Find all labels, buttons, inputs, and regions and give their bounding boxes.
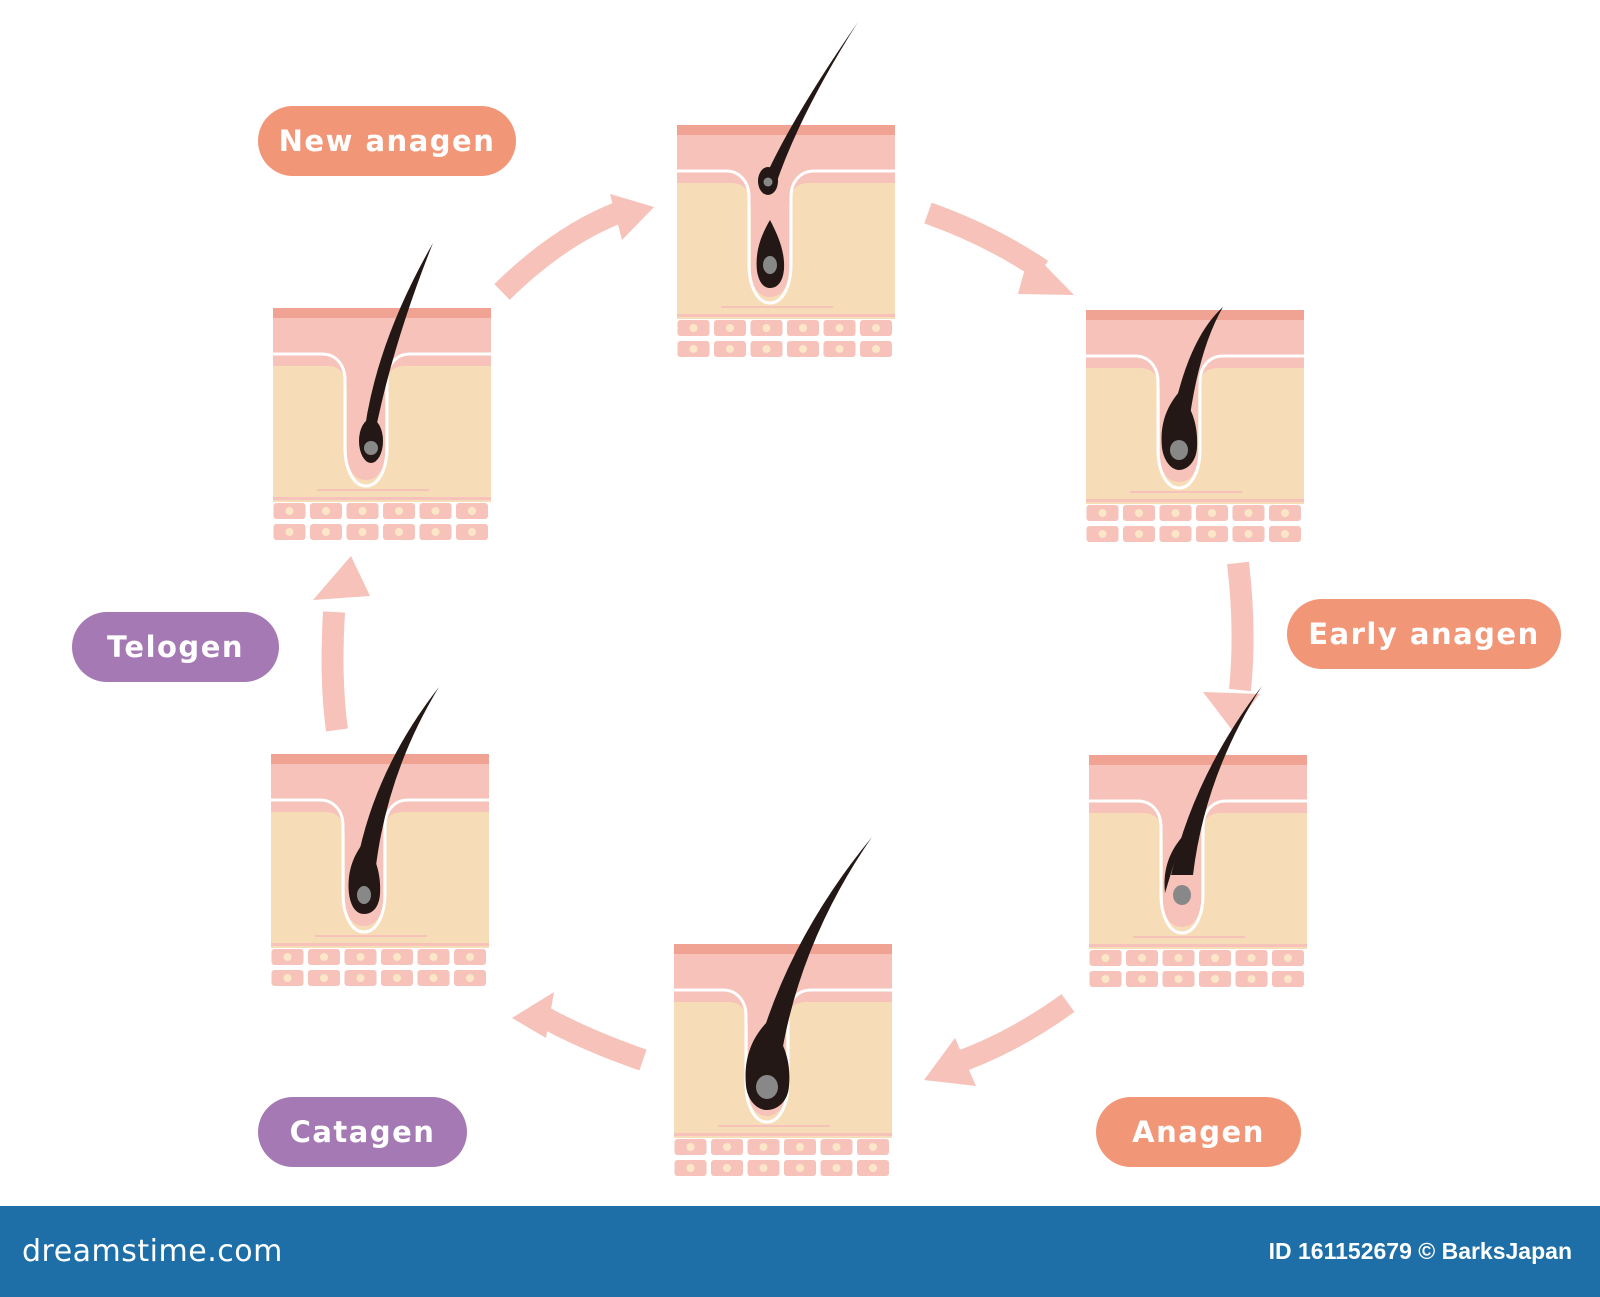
footer-bar: dreamstime.com ID 161152679 © BarksJapan: [0, 1206, 1600, 1297]
arrow-catagen-to-telogen: [534, 1005, 647, 1071]
hair-bulb: [348, 842, 381, 914]
new-hair-bulb: [756, 220, 785, 288]
label-catagen: Catagen: [258, 1097, 467, 1167]
arrow-head: [924, 1038, 976, 1086]
label-telogen: Telogen: [72, 612, 279, 682]
label-telogen-text: Telogen: [106, 630, 245, 664]
hair-shaft: [355, 687, 439, 874]
hair-shaft: [754, 837, 872, 1064]
arrow-early-anagen-to-anagen: [1227, 561, 1254, 692]
skin-section-late-catagen: [269, 687, 491, 990]
skin-section-catagen: [672, 837, 894, 1180]
hair-shaft: [363, 243, 433, 443]
label-anagen-text: Anagen: [1132, 1115, 1265, 1149]
skin-section-anagen: [1087, 686, 1309, 991]
image-credit: ID 161152679 © BarksJapan: [1268, 1238, 1572, 1264]
label-early-anagen: Early anagen: [1287, 599, 1561, 669]
arrow-head: [1203, 692, 1260, 730]
arrow-telogen-to-new-anagen: [494, 201, 625, 300]
label-new-anagen: New anagen: [258, 106, 516, 176]
skin-section-early-anagen: [1084, 307, 1306, 546]
hair-bulb: [1164, 837, 1182, 893]
skin-section-telogen: [271, 243, 493, 544]
hair-growth-cycle-diagram: [269, 22, 1309, 1180]
label-early-anagen-text: Early anagen: [1308, 617, 1540, 651]
label-anagen: Anagen: [1096, 1097, 1301, 1167]
arrow-head: [1018, 250, 1074, 295]
arrow-new-anagen-to-early-anagen: [924, 202, 1049, 280]
arrow-head: [610, 194, 654, 240]
arrow-head: [512, 992, 554, 1038]
old-hair-shaft: [761, 22, 858, 187]
skin-section-new-anagen: [675, 22, 897, 361]
hair-shaft: [1171, 686, 1262, 875]
label-catagen-text: Catagen: [289, 1115, 436, 1149]
brand-wordmark: dreamstime.com: [22, 1234, 283, 1269]
arrow-telogen-up: [321, 611, 348, 732]
arrow-head: [313, 556, 370, 600]
label-new-anagen-text: New anagen: [278, 124, 496, 158]
arrow-anagen-to-catagen: [946, 994, 1075, 1076]
